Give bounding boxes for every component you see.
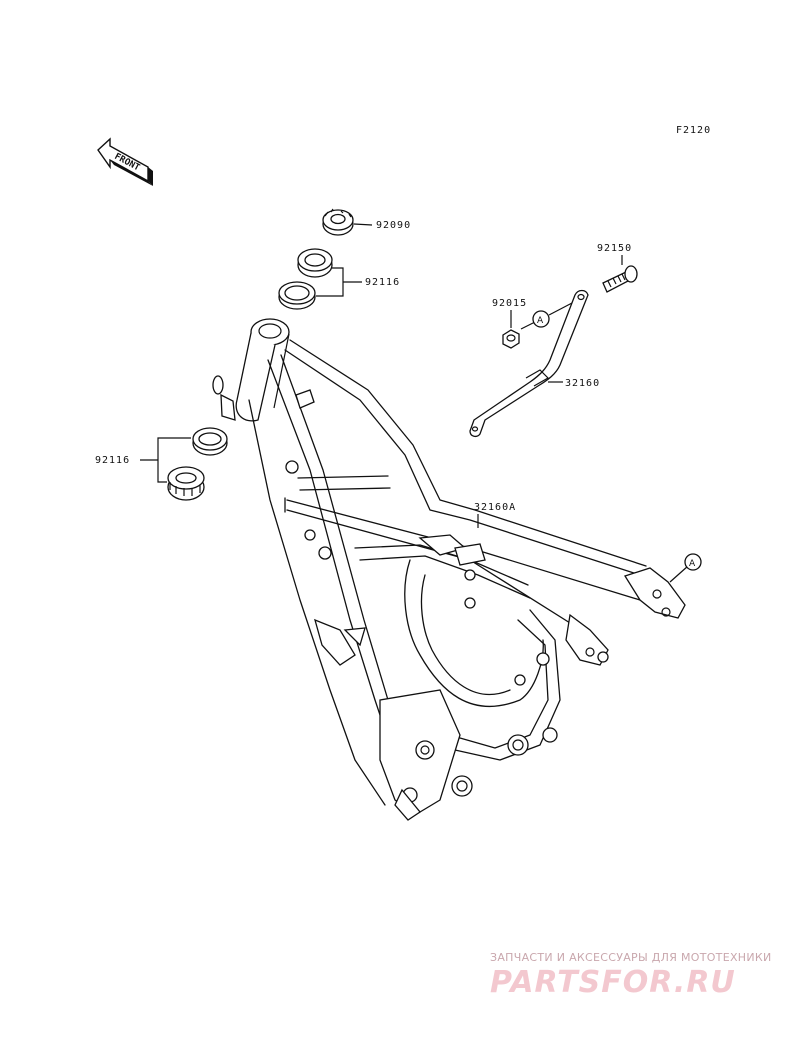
steering-bearing-race-lower [192,427,228,456]
part-label-32160: 32160 [565,378,600,389]
front-arrow-icon: FRONT [97,137,153,186]
nut-92015 [502,329,520,349]
steering-bearing-race-upper [278,281,316,310]
bolt-92150 [602,265,638,293]
steering-bearing-lower [167,466,205,501]
figure-code: F2120 [676,125,711,136]
part-label-92150: 92150 [597,243,632,254]
watermark-tagline: ЗАПЧАСТИ И АКСЕССУАРЫ ДЛЯ МОТОТЕХНИКИ [490,951,772,964]
part-label-92090: 92090 [376,220,411,231]
callout-a-top-label: A [537,316,544,326]
main-frame-32160A [212,318,686,821]
callout-a-top [532,310,550,328]
part-label-92116-top: 92116 [365,277,400,288]
part-label-92015: 92015 [492,298,527,309]
steering-bearing-upper [297,248,333,278]
watermark-brand-logo: PARTSFOR.RU [490,965,736,1000]
callout-a-frame [684,553,702,571]
rear-frame-stay-32160 [469,289,589,438]
part-label-92116-left: 92116 [95,455,130,466]
steering-stem-nut [322,208,354,236]
callout-a-frame-label: A [689,559,696,569]
part-label-32160A: 32160A [474,502,516,513]
